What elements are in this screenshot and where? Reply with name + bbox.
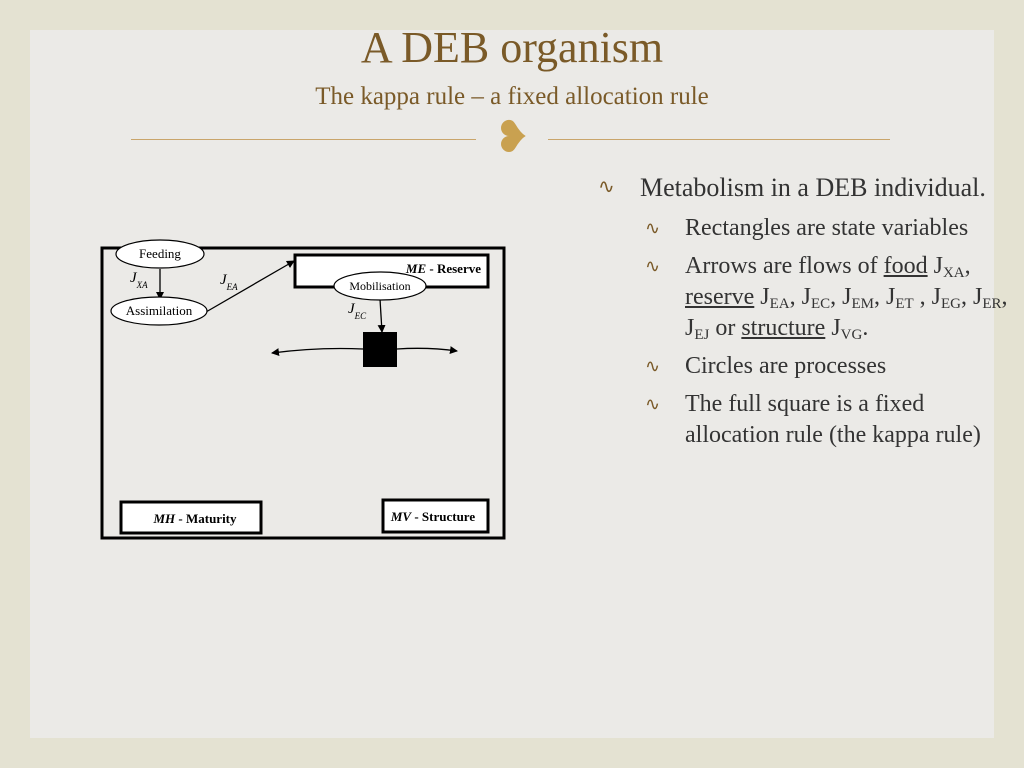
bullet-rectangles: ∿ Rectangles are state variables: [645, 213, 1008, 244]
bullet-arrows: ∿ Arrows are flows of food JXA, reserve …: [645, 253, 1008, 343]
assimilation-process: [110, 296, 208, 326]
title-rule-left: [131, 139, 476, 140]
kappa-allocation-square: [363, 332, 397, 367]
title-rule-right: [548, 139, 890, 140]
fleuron-ornament-icon: ❥: [493, 113, 531, 162]
arrow-kappa-left-branch: [271, 347, 364, 357]
assimilation-label: Assimilation: [126, 303, 193, 318]
bullet-list: ∿ Metabolism in a DEB individual. ∿ Rect…: [598, 172, 1008, 458]
structure-state-label: MV - Structure: [390, 509, 475, 524]
mobilisation-label: Mobilisation: [349, 279, 410, 293]
swirl-bullet-icon: ∿: [645, 356, 661, 376]
slide-subtitle: The kappa rule – a fixed allocation rule: [315, 83, 709, 110]
swirl-bullet-icon: ∿: [598, 176, 615, 198]
swirl-bullet-icon: ∿: [645, 256, 661, 276]
swirl-bullet-icon: ∿: [645, 218, 661, 238]
swirl-bullet-icon: ∿: [645, 394, 661, 414]
bullet-full-square: ∿ The full square is a fixed allocation …: [645, 391, 981, 448]
slide-title: A DEB organism: [360, 23, 664, 72]
bullet-circles: ∿ Circles are processes: [645, 351, 1008, 382]
structure-state-box: [381, 498, 490, 534]
arrow-kappa-right-branch: [396, 346, 458, 355]
feeding-label: Feeding: [139, 246, 181, 261]
bullet-metabolism: ∿ Metabolism in a DEB individual.: [598, 173, 986, 202]
arrow-mobilisation-to-kappa: [377, 298, 386, 333]
reserve-state-label: ME - Reserve: [405, 261, 481, 276]
flow-label-jxa: JXA: [130, 270, 148, 290]
maturity-state-label: MH - Maturity: [152, 511, 237, 526]
maturity-state-box: [119, 500, 263, 535]
flow-label-jec: JEC: [348, 301, 367, 321]
deb-diagram: ME - Reserve MH - Maturity MV - Structur…: [100, 239, 506, 540]
mobilisation-process: [333, 271, 427, 301]
flow-label-jea: JEA: [220, 272, 238, 292]
arrow-assimilation-to-reserve: [205, 260, 295, 313]
feeding-process: [115, 239, 205, 269]
organism-boundary: [100, 246, 506, 540]
